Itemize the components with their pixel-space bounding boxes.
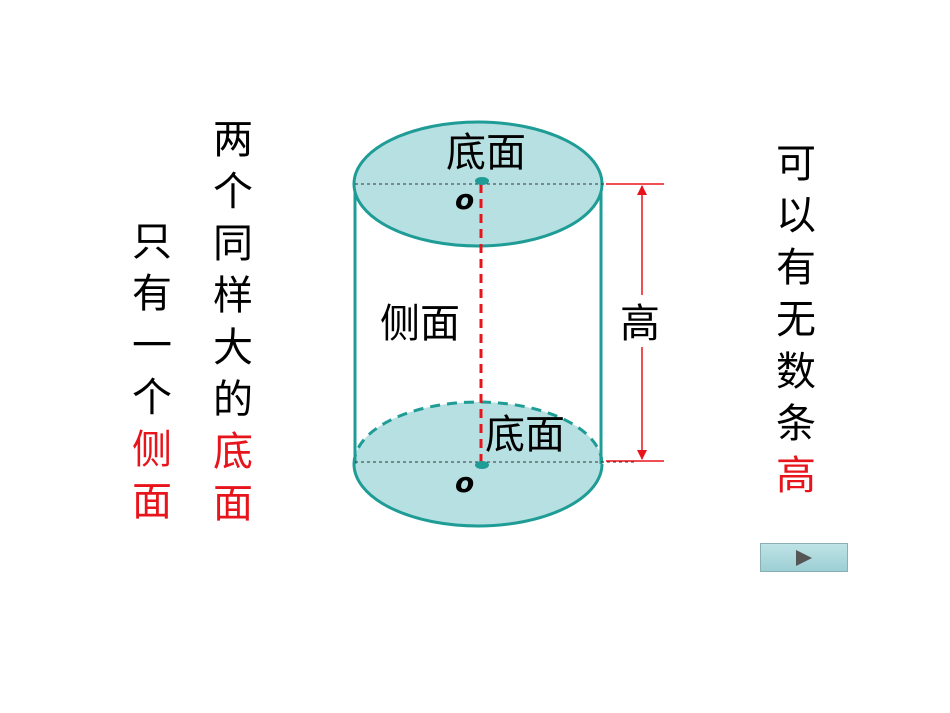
text-char: 同 bbox=[213, 221, 253, 267]
height-text: 可 以 有 无 数 条 高 bbox=[776, 138, 816, 502]
height-arrow-down bbox=[637, 450, 647, 460]
bottom-center-label: o bbox=[455, 466, 474, 499]
text-char: 的 bbox=[213, 377, 253, 423]
text-char: 个 bbox=[213, 169, 253, 215]
text-char-highlight: 侧 bbox=[132, 427, 172, 473]
text-char-highlight: 面 bbox=[132, 479, 172, 525]
height-label: 高 bbox=[620, 301, 660, 347]
side-face-label: 侧面 bbox=[380, 301, 460, 347]
text-char: 可 bbox=[776, 141, 816, 187]
text-char: 个 bbox=[132, 375, 172, 421]
text-char: 一 bbox=[132, 323, 172, 369]
text-char-highlight: 高 bbox=[776, 453, 816, 499]
top-center-point bbox=[475, 177, 489, 185]
bases-text: 两 个 同 样 大 的 底 面 bbox=[213, 114, 253, 530]
text-char: 无 bbox=[776, 297, 816, 343]
text-char-highlight: 面 bbox=[213, 481, 253, 527]
side-face-text: 只 有 一 个 侧 面 bbox=[132, 216, 172, 528]
height-label-bg bbox=[620, 295, 666, 347]
text-char: 两 bbox=[213, 117, 253, 163]
height-arrow-up bbox=[637, 185, 647, 195]
text-char: 条 bbox=[776, 401, 816, 447]
text-char: 有 bbox=[132, 271, 172, 317]
top-base-label: 底面 bbox=[446, 130, 526, 176]
play-button[interactable] bbox=[760, 543, 848, 572]
bottom-base-label: 底面 bbox=[485, 412, 565, 458]
text-char: 只 bbox=[132, 219, 172, 265]
text-char: 有 bbox=[776, 245, 816, 291]
text-char-highlight: 底 bbox=[213, 429, 253, 475]
text-char: 以 bbox=[776, 193, 816, 239]
top-center-label: o bbox=[455, 183, 474, 216]
play-icon bbox=[796, 549, 812, 566]
bottom-center-point bbox=[475, 461, 489, 469]
text-char: 数 bbox=[776, 349, 816, 395]
bottom-base-front-edge bbox=[352, 463, 604, 528]
text-char: 大 bbox=[213, 325, 253, 371]
text-char: 样 bbox=[213, 273, 253, 319]
